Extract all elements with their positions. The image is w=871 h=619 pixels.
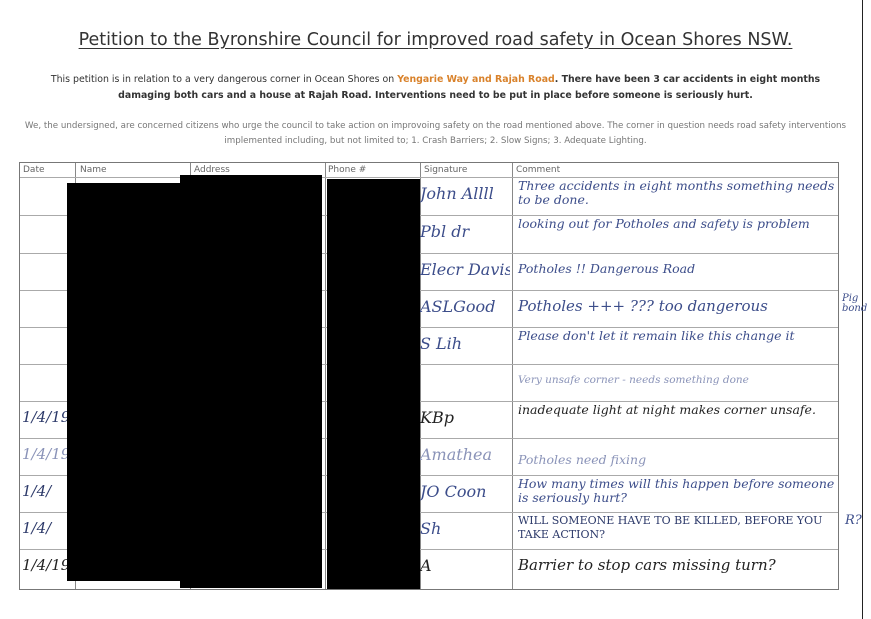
header-name: Name [80,165,107,175]
margin-note: Pig bond [842,293,868,314]
row-comment: How many times will this happen before s… [518,476,835,505]
header-address: Address [194,165,230,175]
header-comment: Comment [516,165,561,175]
row-comment: Please don't let it remain like this cha… [518,328,795,343]
row-divider [20,253,838,254]
row-comment: Potholes need fixing [518,452,647,467]
header-phone: Phone # [328,165,367,175]
row-signature: John Allll [420,184,494,203]
row-date: 1/4/19 [22,408,71,426]
intro-location: Yengarie Way and Rajah Road [397,74,555,85]
column-divider [512,163,513,589]
row-comment: Barrier to stop cars missing turn? [518,556,776,574]
petition-pledge: We, the undersigned, are concerned citiz… [24,121,847,146]
table-row: Pbl dr looking out for Potholes and safe… [20,216,838,252]
margin-note: R? [845,513,862,528]
header-signature: Signature [424,165,468,175]
row-divider [20,512,838,513]
row-comment: looking out for Potholes and safety is p… [518,216,810,231]
row-divider [20,401,838,402]
row-comment: Three accidents in eight months somethin… [518,178,835,207]
row-signature: ASLGood [420,297,496,316]
header-date: Date [23,165,45,175]
column-divider [420,163,421,589]
row-signature: Elecr Davis [420,260,510,279]
row-divider [20,549,838,550]
row-signature: Sh [420,519,442,538]
table-row: 1/4/ JO Coon How many times will this ha… [20,476,838,512]
row-signature: Amathea [420,445,493,464]
petition-intro: This petition is in relation to a very d… [25,72,846,104]
intro-suffix: . There have been 3 car accidents in eig… [118,74,821,101]
row-divider [20,215,838,216]
table-row: 1/4/19 KBp inadequate light at night mak… [20,402,838,438]
table-row: 1/4/19 A Barrier to stop cars missing tu… [20,550,838,586]
row-comment: inadequate light at night makes corner u… [518,402,816,417]
row-signature: A [420,556,432,575]
row-signature: S Lih [420,334,463,353]
row-divider [20,475,838,476]
row-comment: Potholes +++ ??? too dangerous [518,297,768,315]
row-divider [20,364,838,365]
table-row: 1/4/ Sh WILL SOMEONE HAVE TO BE KILLED, … [20,513,838,549]
row-divider [20,290,838,291]
row-date: 1/4/ [22,519,52,537]
header-divider [20,177,838,178]
intro-prefix: This petition is in relation to a very d… [50,74,398,85]
row-signature: Pbl dr [420,222,470,241]
redaction-block-address [180,175,322,588]
table-row: S Lih Please don't let it remain like th… [20,328,838,364]
signature-table: Date Name Address Phone # Signature Comm… [19,162,839,590]
table-row: 1/4/19 Amathea Potholes need fixing [20,439,838,475]
row-date: 1/4/19 [22,445,71,463]
row-date: 1/4/ [22,482,52,500]
row-divider [20,327,838,328]
redaction-block-phone [327,179,420,589]
table-row: John Allll Three accidents in eight mont… [20,178,838,214]
scan-edge-line [862,0,863,619]
row-comment: WILL SOMEONE HAVE TO BE KILLED, BEFORE Y… [518,514,823,541]
row-date: 1/4/19 [22,556,71,574]
row-comment: Potholes !! Dangerous Road [518,261,696,276]
table-row: Very unsafe corner - needs something don… [20,365,838,401]
column-divider [325,163,326,589]
row-signature: KBp [420,408,454,427]
table-row: ASLGood Potholes +++ ??? too dangerous [20,291,838,327]
row-divider [20,438,838,439]
redaction-block-name [67,183,180,581]
page-title: Petition to the Byronshire Council for i… [78,30,793,50]
row-signature: JO Coon [420,482,487,501]
row-comment: Very unsafe corner - needs something don… [518,374,749,386]
table-row: Elecr Davis Potholes !! Dangerous Road [20,254,838,290]
